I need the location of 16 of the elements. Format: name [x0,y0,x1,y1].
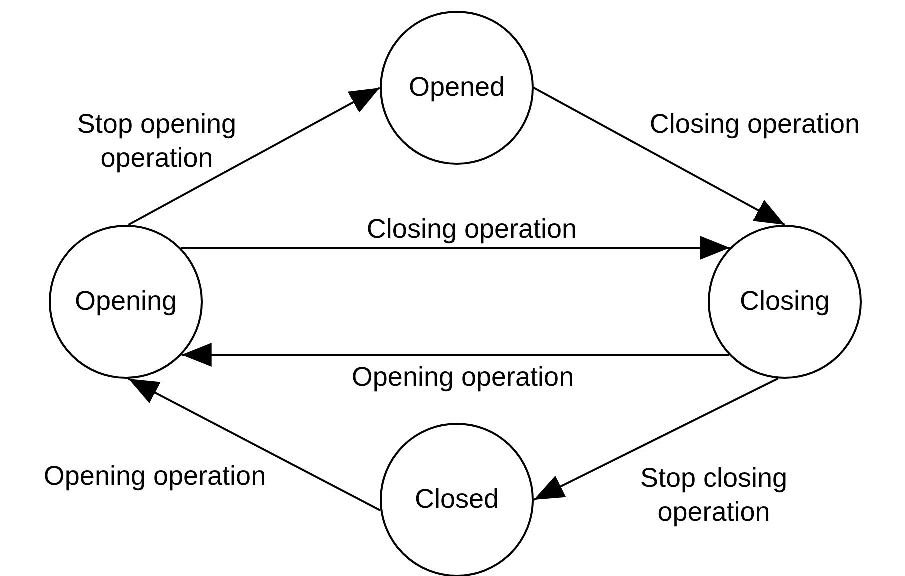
edge-label: Stop closing operation [639,462,789,529]
arrow [180,236,730,260]
arrow [182,343,730,367]
edge-label: Opening operation [44,460,266,493]
state-name: Closed [414,483,500,516]
edge-label: Closing operation [366,213,578,246]
arrow [534,87,786,226]
state-name: Closing [740,285,830,318]
arrow [534,378,779,501]
state-name: Opened [408,71,506,104]
state-name: Opening [74,285,178,318]
arrow [128,87,380,226]
edge-label: Closing operation [650,108,860,141]
edge-label: Opening operation [352,361,574,394]
edge-label: Stop opening operation [76,108,238,175]
arrow [128,378,382,512]
